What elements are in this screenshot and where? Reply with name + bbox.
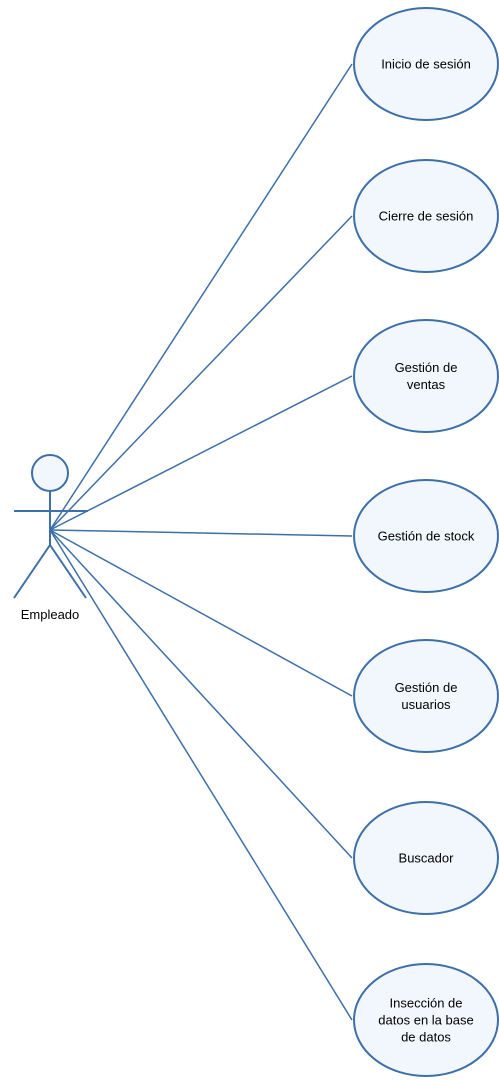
use-case-ellipse [353,639,499,753]
actor-head [31,454,69,492]
use-case-label: datos en la base [378,1013,473,1028]
use-case-db-inspection[interactable]: Insección de datos en la base de datos [353,963,499,1077]
use-case-logout[interactable]: Cierre de sesión [353,159,499,273]
use-case-label: Gestión de stock [378,529,475,544]
association-lines [49,63,353,1021]
use-case-label: usuarios [401,697,451,712]
association-line-users [49,529,353,697]
use-case-search[interactable]: Buscador [353,801,499,915]
use-case-sales[interactable]: Gestión de ventas [353,319,499,433]
use-case-ellipse [353,963,499,1077]
use-case-users[interactable]: Gestión de usuarios [353,639,499,753]
actor-empleado[interactable]: Empleado [13,454,88,622]
actor-left-leg [13,544,51,599]
association-line-stock [49,529,353,537]
association-line-logout [49,215,353,531]
use-case-label: de datos [401,1030,451,1045]
use-case-label: Insección de [390,996,463,1011]
association-line-sales [49,375,353,531]
association-line-db-inspection [49,529,353,1021]
association-line-login [49,63,353,531]
use-case-stock[interactable]: Gestión de stock [353,479,499,593]
use-case-ellipse [353,7,499,121]
use-case-label: Buscador [399,851,455,866]
association-line-search [49,529,353,859]
use-case-login[interactable]: Inicio de sesión [353,7,499,121]
use-case-label: ventas [407,377,446,392]
use-case-label: Inicio de sesión [381,57,471,72]
use-case-ellipse [353,479,499,593]
use-case-ellipse [353,801,499,915]
use-case-label: Gestión de [395,680,458,695]
use-case-label: Cierre de sesión [379,209,474,224]
use-case-ellipse [353,159,499,273]
actor-right-leg [49,544,87,599]
use-case-label: Gestión de [395,360,458,375]
actor-label: Empleado [21,607,80,622]
use-case-ellipse [353,319,499,433]
